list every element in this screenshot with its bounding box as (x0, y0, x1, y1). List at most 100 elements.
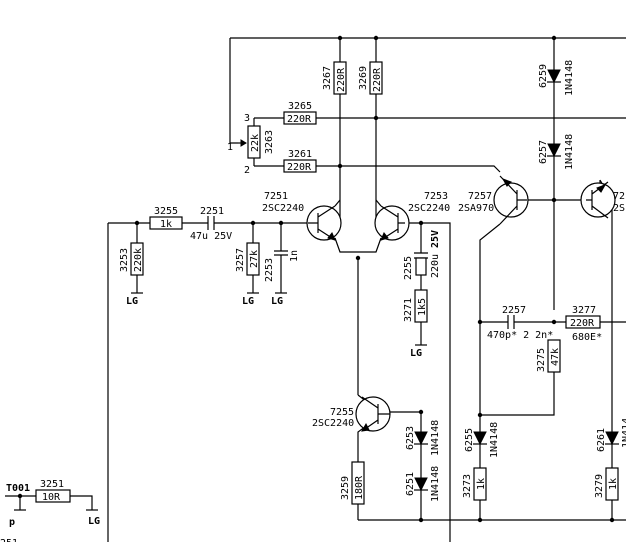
resistor-3255: 1k 3255 (149, 206, 183, 230)
junction-dot (250, 220, 256, 226)
resistor-3253: 220k 3253 (119, 242, 144, 276)
diode-6257: 6257 1N4148 (538, 134, 575, 170)
diode-type: 1N4148 (564, 134, 575, 170)
junction-dot (551, 197, 557, 203)
junction-dot (477, 412, 483, 418)
pot-value: 22k (250, 134, 261, 152)
resistor-3261: 220R 3261 (283, 149, 317, 173)
resistor-ref: 3279 (594, 474, 605, 498)
junction-dot (373, 35, 379, 41)
transistor-ref: 72 (613, 191, 625, 202)
ground-label: LG (88, 516, 100, 527)
resistor-extra-value: 680E* (572, 332, 602, 343)
resistor-3257: 27k 3257 (235, 242, 260, 276)
resistor-value: 1k5 (417, 298, 428, 316)
transistor-ref: 7255 (330, 407, 354, 418)
potentiometer-3263: 22k 3263 1 2 3 (227, 113, 275, 176)
capacitor-ref: 2255 (403, 256, 414, 280)
resistor-3265: 220R 3265 (283, 101, 317, 125)
resistor-value: 220R (570, 318, 595, 329)
junction-dots (17, 35, 615, 523)
diode-6259: 6259 1N4148 (538, 60, 575, 96)
junction-dot (278, 220, 284, 226)
resistor-value: 180R (354, 475, 365, 500)
pin-label-1: 1 (227, 142, 233, 153)
junction-dot (551, 35, 557, 41)
ground-lg-3253: LG (126, 292, 143, 307)
resistor-3275: 47k 3275 (536, 339, 561, 373)
diode-ref: 6255 (464, 428, 475, 452)
junction-dot (337, 163, 343, 169)
diode-ref: 6253 (405, 426, 416, 450)
capacitor-value: 47u 25V (190, 231, 232, 242)
ground-lg-3257: LG (242, 292, 259, 307)
transistor-ref: 7253 (424, 191, 448, 202)
transistor-type: 2SC2240 (312, 418, 354, 429)
pin-label-3: 3 (244, 113, 250, 124)
junction-dot (418, 409, 424, 415)
diode-6251: 6251 1N4148 (405, 466, 441, 502)
diode-type: 1N4148 (430, 466, 441, 502)
diode-6253: 6253 1N4148 (405, 420, 441, 456)
capacitor-ref: 2253 (264, 258, 275, 282)
resistor-value: 1k (608, 478, 619, 490)
diode-6255: 6255 1N4148 (464, 422, 500, 458)
diode-ref: 6257 (538, 140, 549, 164)
terminal-pin: p (9, 517, 15, 528)
junction-dot (17, 493, 23, 499)
resistor-ref: 3253 (119, 248, 130, 272)
resistor-ref: 3251 (40, 479, 64, 490)
pot-ref: 3263 (264, 130, 275, 154)
resistor-3279: 1k 3279 (594, 467, 619, 501)
resistor-value: 27k (249, 250, 260, 268)
capacitor-value: 1n (289, 250, 300, 262)
resistor-value: 1k (476, 478, 487, 490)
resistor-3269: 220R 3269 (358, 61, 383, 95)
resistor-ref: 3261 (288, 149, 312, 160)
resistor-value: 47k (550, 348, 561, 366)
capacitor-voltage: 25V (430, 230, 441, 248)
ground-symbols: LG LG LG LG LG (86, 292, 427, 527)
resistor-3259: 180R 3259 (340, 461, 365, 505)
resistor-value: 1k (160, 219, 172, 230)
resistor-3277: 220R 3277 680E* (565, 305, 602, 343)
diode-type: 1N4148 (564, 60, 575, 96)
resistor-value: 220R (287, 162, 312, 173)
ground-label: LG (242, 296, 254, 307)
transistor-ref: 7257 (468, 191, 492, 202)
resistor-ref: 3277 (572, 305, 596, 316)
junction-dot (134, 220, 140, 226)
capacitor-2255: 2255 220u 25V (403, 230, 441, 280)
junction-dot (418, 517, 424, 523)
transistor-7255: 7255 2SC2240 (312, 396, 391, 432)
resistor-3267: 220R 3267 (322, 61, 347, 95)
capacitor-2251: 2251 47u 25V (190, 206, 232, 242)
resistor-ref: 3271 (403, 298, 414, 322)
junction-dot (337, 35, 343, 41)
diode-ref: 6251 (405, 472, 416, 496)
transistor-7257: 7257 2SA970 (458, 175, 529, 225)
resistor-ref: 3265 (288, 101, 312, 112)
resistor-ref: 3259 (340, 476, 351, 500)
transistor-type: 2S (613, 203, 625, 214)
resistor-ref: 3255 (154, 206, 178, 217)
resistor-ref: 3257 (235, 248, 246, 272)
capacitor-2257: 2257 470p* 2 2n* (487, 305, 553, 341)
ground-label: LG (126, 296, 138, 307)
diode-6261: 6261 1N414 (596, 418, 626, 452)
resistor-value: 220R (336, 67, 347, 92)
resistor-3251: 10R 3251 (35, 479, 71, 503)
resistor-3273: 1k 3273 (462, 467, 487, 501)
resistor-value: 220R (287, 114, 312, 125)
cut-off-text: 251 (0, 538, 18, 542)
resistor-value: 220k (133, 248, 144, 272)
ground-label: LG (410, 348, 422, 359)
capacitor-2253: 2253 1n (264, 250, 300, 282)
diode-ref: 6261 (596, 428, 607, 452)
terminal-t001: T001 p 251 (0, 483, 30, 542)
capacitor-ref: 2257 (502, 305, 526, 316)
junction-dot (477, 319, 483, 325)
resistor-ref: 3267 (322, 66, 333, 90)
terminal-ref: T001 (6, 483, 30, 494)
ground-lg-3271: LG (410, 344, 427, 359)
